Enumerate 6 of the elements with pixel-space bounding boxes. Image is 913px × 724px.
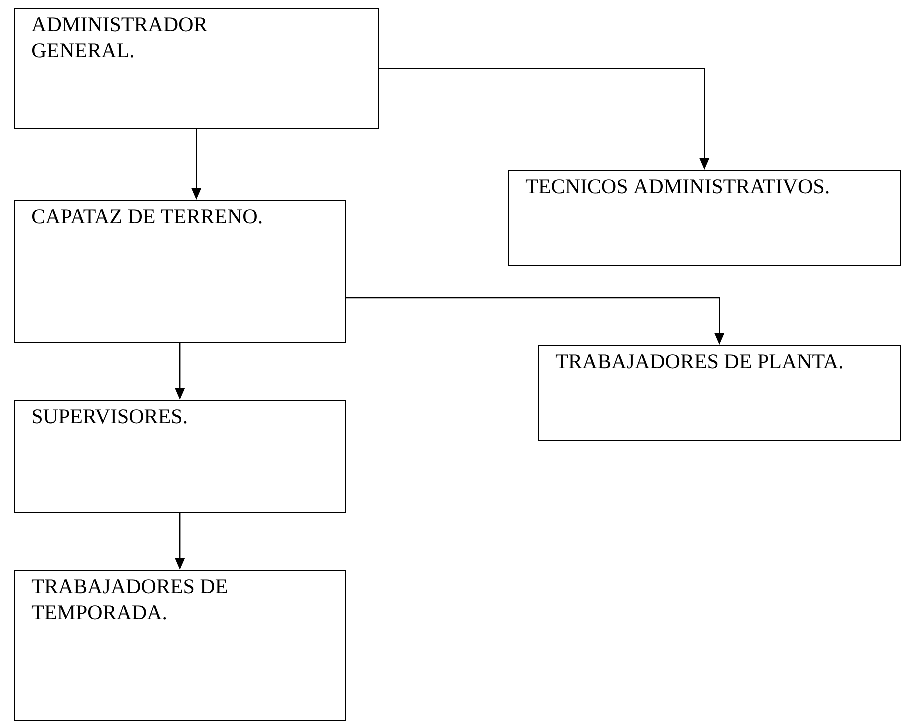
org-box: TRABAJADORES DE PLANTA. [538,345,902,442]
org-box: CAPATAZ DE TERRENO. [14,200,346,344]
org-box: TRABAJADORES DE TEMPORADA. [14,570,346,722]
org-box: ADMINISTRADOR GENERAL. [14,8,380,130]
org-box: SUPERVISORES. [14,400,346,514]
org-box: TECNICOS ADMINISTRATIVOS. [508,170,902,266]
